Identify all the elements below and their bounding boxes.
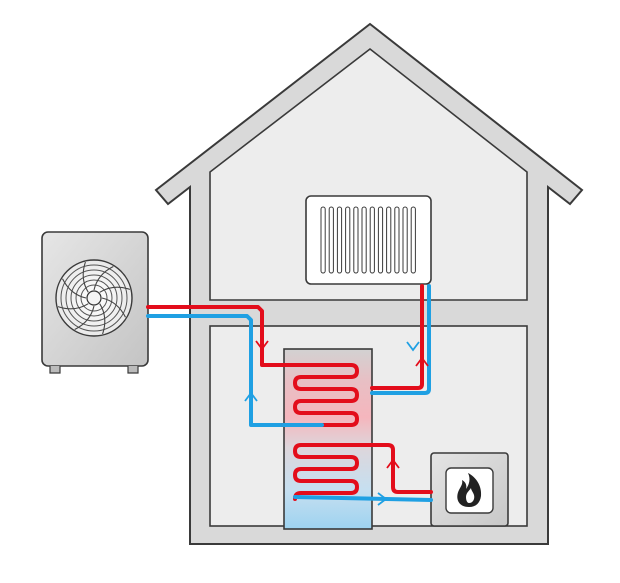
radiator-fin bbox=[377, 206, 384, 274]
fan-blade bbox=[101, 297, 126, 318]
fan-blade bbox=[62, 278, 87, 299]
fan-blade bbox=[93, 266, 114, 291]
arrow-up-icon bbox=[386, 458, 400, 469]
radiator-fin bbox=[353, 206, 359, 274]
fan-icon bbox=[55, 259, 133, 337]
fan-blade bbox=[99, 303, 106, 335]
radiator bbox=[305, 195, 432, 285]
fan-blade bbox=[74, 305, 95, 330]
radiator-fin bbox=[386, 206, 392, 274]
fan-blade bbox=[57, 303, 89, 310]
radiator-fin bbox=[394, 206, 400, 274]
radiator-fin bbox=[402, 206, 408, 274]
cold-pipe-tank-to-boiler bbox=[293, 495, 433, 502]
radiator-fin bbox=[361, 206, 367, 274]
flame-icon bbox=[457, 473, 482, 507]
pipes bbox=[146, 284, 433, 502]
radiator-fin bbox=[320, 206, 326, 274]
radiator-fin bbox=[336, 206, 343, 274]
arrow-down-icon bbox=[255, 340, 269, 351]
arrow-down-icon bbox=[406, 341, 420, 352]
fan-blade bbox=[82, 261, 89, 293]
cold-pipe-tank-to-unit bbox=[146, 314, 285, 427]
hot-pipe-boiler-to-tank bbox=[293, 443, 433, 501]
flow-arrows bbox=[244, 340, 429, 506]
hot-pipe-tank-to-radiator bbox=[370, 284, 431, 395]
arrow-up-icon bbox=[415, 356, 429, 367]
hot-pipe-unit-to-tank bbox=[146, 305, 285, 367]
boiler bbox=[430, 452, 509, 527]
radiator-fin bbox=[345, 206, 351, 274]
radiator-fin bbox=[369, 206, 375, 274]
arrow-up-icon bbox=[244, 391, 258, 402]
coil-icon bbox=[281, 363, 359, 427]
radiator-fin bbox=[410, 206, 416, 274]
radiator-fin bbox=[328, 206, 334, 274]
outdoor-unit bbox=[41, 231, 149, 374]
upper-room bbox=[209, 47, 528, 301]
radiator-fins-icon bbox=[320, 206, 416, 274]
fan-blade bbox=[99, 286, 131, 293]
arrow-right-icon bbox=[377, 492, 388, 506]
